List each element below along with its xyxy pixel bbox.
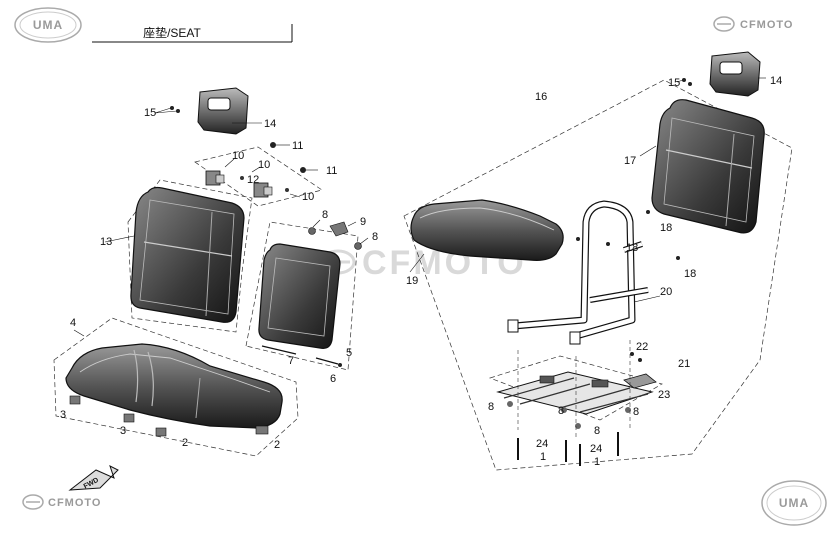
callout-c8e: 8 — [594, 425, 600, 437]
callout-c8b: 8 — [372, 231, 378, 243]
seat-frame — [507, 200, 680, 345]
callout-c18b: 18 — [626, 242, 638, 254]
callout-c14a: 14 — [264, 118, 276, 130]
callout-c8f: 8 — [633, 406, 639, 418]
page-title: 座垫/SEAT — [143, 25, 201, 40]
seat-cushion-right — [409, 199, 580, 273]
callout-c6: 6 — [330, 373, 336, 385]
callout-c11a: 11 — [292, 140, 303, 152]
callout-c8a: 8 — [322, 209, 328, 221]
slider-rails — [488, 340, 663, 466]
callout-c8c: 8 — [488, 401, 494, 413]
callout-c19: 19 — [406, 275, 418, 287]
fwd-arrow: FWD — [68, 465, 119, 491]
callout-c1a: 1 — [540, 451, 546, 463]
callout-c24b: 24 — [590, 443, 602, 455]
callout-c13: 13 — [100, 236, 112, 248]
callout-c2a: 2 — [182, 437, 188, 449]
callout-c15b: 15 — [668, 77, 680, 89]
header-brand-left: UMA — [33, 18, 63, 32]
header-brand-right: CFMOTO — [740, 19, 793, 31]
callout-c21: 21 — [678, 358, 690, 370]
callout-c17: 17 — [624, 155, 636, 167]
callout-c16: 16 — [535, 91, 547, 103]
callout-c4: 4 — [70, 317, 76, 329]
cfmoto-logo-header: CFMOTO — [713, 16, 793, 32]
callout-c20: 20 — [660, 286, 672, 298]
callout-c1b: 1 — [594, 456, 600, 468]
callout-c7: 7 — [288, 355, 294, 367]
assembly-outline-right — [403, 79, 793, 471]
uma-logo-footer: UMA — [761, 480, 827, 526]
callout-c10b: 10 — [258, 159, 270, 171]
callout-c12: 12 — [247, 174, 259, 186]
headrest-right — [676, 51, 766, 97]
callout-c15a: 15 — [144, 107, 156, 119]
seat-back-left — [104, 179, 253, 333]
cfmoto-logo-footer: CFMOTO — [22, 494, 101, 510]
callout-c24a: 24 — [536, 438, 548, 450]
callout-c10c: 10 — [302, 191, 314, 203]
callout-c2b: 2 — [274, 439, 280, 451]
callout-c5: 5 — [346, 347, 352, 359]
seat-cushion-left — [53, 317, 299, 457]
callout-c23: 23 — [658, 389, 670, 401]
header: UMA 座垫/SEAT CFMOTO — [14, 7, 793, 43]
callout-c11b: 11 — [326, 165, 337, 177]
callout-c8d: 8 — [558, 405, 564, 417]
seat-back-right — [639, 99, 765, 234]
bracket-group-left — [194, 142, 323, 207]
callout-c18c: 18 — [684, 268, 696, 280]
callout-c22: 22 — [636, 341, 648, 353]
headrest-left — [154, 87, 262, 135]
callout-c3a: 3 — [60, 409, 66, 421]
footer: CFMOTO UMA — [22, 480, 827, 526]
callout-c9: 9 — [360, 216, 366, 228]
callout-c10a: 10 — [232, 150, 244, 162]
callout-c3b: 3 — [120, 425, 126, 437]
footer-brand-left: CFMOTO — [48, 497, 101, 509]
uma-logo-header: UMA — [14, 7, 82, 43]
callout-c18a: 18 — [660, 222, 672, 234]
footer-brand-right: UMA — [779, 496, 809, 510]
callout-c14b: 14 — [770, 75, 782, 87]
small-backrest-group — [245, 219, 369, 371]
